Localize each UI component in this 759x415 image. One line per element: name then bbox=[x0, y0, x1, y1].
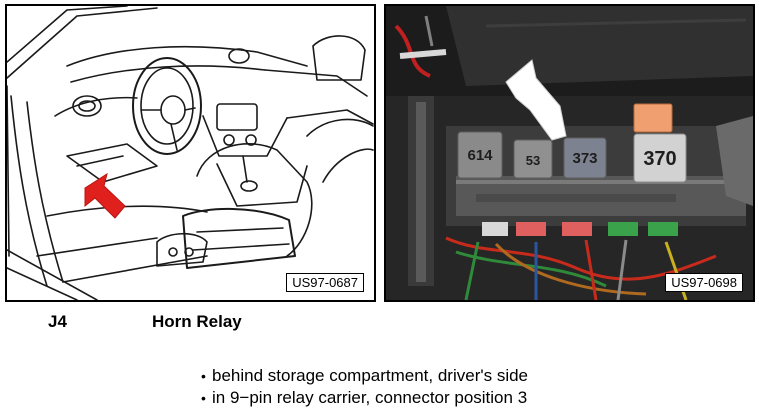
relay-label-370: 370 bbox=[643, 148, 676, 170]
relay-label-614: 614 bbox=[467, 147, 493, 164]
relay-carrier-illustration: 614 53 373 370 bbox=[386, 6, 753, 300]
relay-carrier-photo: 614 53 373 370 US97-0698 bbox=[384, 4, 755, 302]
component-code: J4 bbox=[48, 312, 67, 331]
red-arrow-icon bbox=[84, 172, 126, 219]
bullet-icon: • bbox=[201, 390, 206, 406]
white-arrow-icon bbox=[505, 59, 567, 141]
interior-line-art bbox=[7, 6, 374, 300]
relay-label-373: 373 bbox=[572, 150, 597, 167]
figure-code: US97-0698 bbox=[665, 273, 743, 292]
interior-location-drawing: US97-0687 bbox=[5, 4, 376, 302]
bullet-icon: • bbox=[201, 368, 206, 384]
note-text: in 9−pin relay carrier, connector positi… bbox=[212, 388, 528, 407]
location-notes: • behind storage compartment, driver's si… bbox=[201, 365, 528, 409]
list-item: • behind storage compartment, driver's si… bbox=[201, 365, 528, 387]
list-item: • in 9−pin relay carrier, connector posit… bbox=[201, 387, 528, 409]
relay-label-53: 53 bbox=[526, 153, 540, 168]
figure-code: US97-0687 bbox=[286, 273, 364, 292]
component-name: Horn Relay bbox=[152, 312, 242, 331]
note-text: behind storage compartment, driver's sid… bbox=[212, 366, 529, 385]
